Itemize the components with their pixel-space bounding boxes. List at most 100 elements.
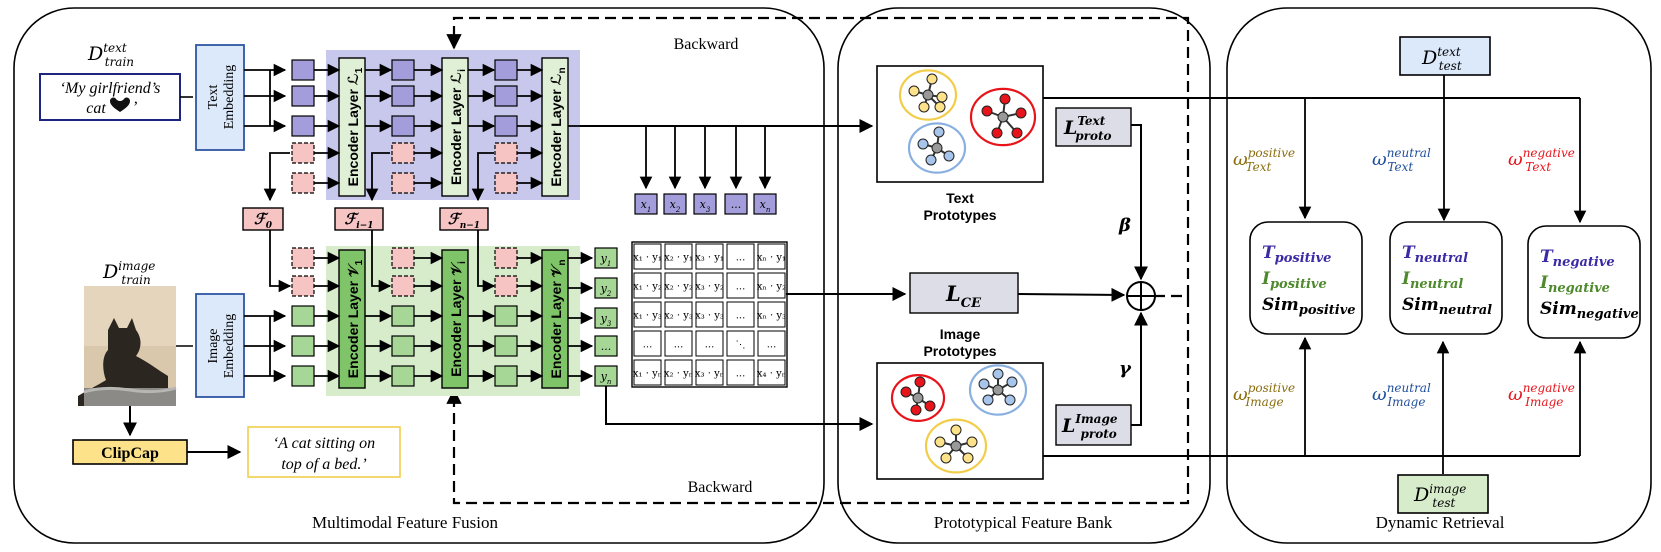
image-cluster-yellow-node-4 [962, 452, 974, 464]
image-fusion-token-c1-r1 [391, 275, 415, 297]
matrix-cell-r4-c0 [633, 359, 662, 386]
retrieval-box-2-line-0: Tnegative [1540, 247, 1615, 270]
y-token-1 [594, 277, 618, 299]
image-cluster-yellow-node-1 [950, 424, 962, 436]
retrieval-box-1-line-0: Tneutral [1402, 243, 1468, 266]
image-embedding-label: ImageEmbedding [206, 314, 237, 379]
image-embedding-box [195, 293, 245, 398]
yn-to-image-prototypes [605, 386, 874, 431]
d-test-text-box [1399, 36, 1491, 76]
image-cluster-yellow-ring [924, 418, 988, 474]
text-token-c2-r0 [494, 59, 518, 81]
fusion-token-label-1: ℱi−1 [344, 210, 373, 231]
matrix-cell-r3-c0 [633, 330, 662, 357]
backward-loop [446, 16, 1190, 298]
text-cluster-yellow-node-0 [908, 85, 920, 97]
image-cluster-blue [968, 364, 1028, 416]
text-cluster-red-node-3 [991, 127, 1003, 139]
beta-label: β [1118, 215, 1131, 236]
image-cluster-blue-node-2 [1006, 376, 1018, 388]
matrix-cell-r2-c4 [757, 301, 786, 328]
matrix-cell-label-r4-c4: x₄ · yₙ [757, 369, 786, 380]
l-ce-box [909, 272, 1019, 314]
f0-to-image [269, 230, 292, 293]
y-token-label-4: yn [600, 370, 612, 386]
matrix-cell-label-r1-c1: x₂ · y₂ [664, 282, 693, 293]
matrix-cell-r4-c4 [757, 359, 786, 386]
image-cluster-blue-center [992, 384, 1004, 396]
text-cluster-yellow-ring [898, 69, 958, 121]
text-cluster-blue [907, 122, 967, 174]
l-image-proto-box [1055, 404, 1132, 446]
image-cluster-yellow [924, 418, 988, 474]
f1-to-image [371, 230, 392, 293]
image-fusion-token-c2-r1 [494, 275, 518, 297]
caption-line1: ‘A cat sitting on [273, 435, 375, 452]
text-token-c2-r2 [494, 115, 518, 137]
image-fusion-token-c1-r0 [391, 247, 415, 269]
l-ce-to-sum [1017, 287, 1126, 302]
image-token-c0-r2 [291, 365, 315, 387]
text-cluster-red-ring [969, 87, 1037, 147]
fusion-panel-title: Multimodal Feature Fusion [312, 513, 499, 532]
x-token-1 [663, 193, 687, 215]
text-token-c0-r0 [291, 59, 315, 81]
matrix-cell-r2-c1 [664, 301, 693, 328]
text-cluster-blue-node-0 [917, 138, 929, 150]
matrix-cell-r1-c2 [695, 272, 724, 299]
l-image-proto-to-sum [1131, 311, 1148, 426]
f2-to-image [477, 230, 496, 293]
matrix-cell-r0-c3 [726, 243, 755, 270]
f2-from-text [471, 152, 494, 202]
image-cluster-red-node-3 [910, 404, 922, 416]
retrieval-box-0-line-1: Ipositive [1261, 269, 1327, 292]
image-cluster-yellow-node-0 [934, 436, 946, 448]
y-token-label-0: y1 [600, 252, 612, 268]
matrix-cell-label-r1-c0: x₁ · y₂ [633, 282, 662, 293]
retrieval-box-2-line-2: Simnegative [1540, 299, 1639, 322]
image-cluster-blue-node-4 [1004, 394, 1016, 406]
heart-icon [110, 97, 130, 112]
text-fusion-token-c2-r1 [494, 172, 518, 194]
image-token-c0-r1 [291, 335, 315, 357]
matrix-cell-label-r4-c3: ... [736, 369, 746, 380]
image-token-c0-r0 [291, 305, 315, 327]
image-encoder-layer-1 [338, 249, 366, 389]
x-token-label-0: x1 [641, 198, 652, 214]
matrix-cell-r4-c1 [664, 359, 693, 386]
retrieval-box-1 [1389, 221, 1503, 335]
image-token-c1-r1 [391, 335, 415, 357]
matrix-cell-label-r1-c4: xₙ · y₂ [757, 282, 786, 293]
matrix-cell-r3-c1 [664, 330, 693, 357]
retrieval-box-0-line-0: Tpositive [1262, 243, 1331, 266]
matrix-cell-r0-c1 [664, 243, 693, 270]
bank-panel [837, 7, 1211, 544]
text-token-c0-r2 [291, 115, 315, 137]
image-token-c2-r0 [494, 305, 518, 327]
text-fusion-token-c0-r0 [291, 142, 315, 164]
text-encoder-label-1: Encoder Layer ℒ1 [345, 67, 365, 186]
retrieval-box-2 [1527, 225, 1641, 339]
matrix-cell-label-r1-c3: ... [736, 282, 746, 293]
matrix-cell-label-r0-c0: x₁ · y₁ [633, 253, 662, 264]
image-token-c1-r0 [391, 305, 415, 327]
l-text-proto-box [1055, 107, 1132, 147]
text-cluster-blue-ring [907, 122, 967, 174]
image-token-c1-r2 [391, 365, 415, 387]
image-cluster-blue-node-1 [992, 368, 1004, 380]
fusion-token-label-0: ℱ0 [254, 210, 273, 231]
text-cluster-red-center [997, 111, 1009, 123]
fusion-panel [13, 7, 825, 544]
text-token-c0-r1 [291, 85, 315, 107]
text-token-c1-r1 [391, 85, 415, 107]
text-cluster-yellow-node-3 [918, 101, 930, 113]
y-token-label-3: ... [601, 340, 612, 353]
l-text-proto-to-sum [1131, 124, 1148, 281]
text-cluster-yellow [898, 69, 958, 121]
text-token-c1-r0 [391, 59, 415, 81]
